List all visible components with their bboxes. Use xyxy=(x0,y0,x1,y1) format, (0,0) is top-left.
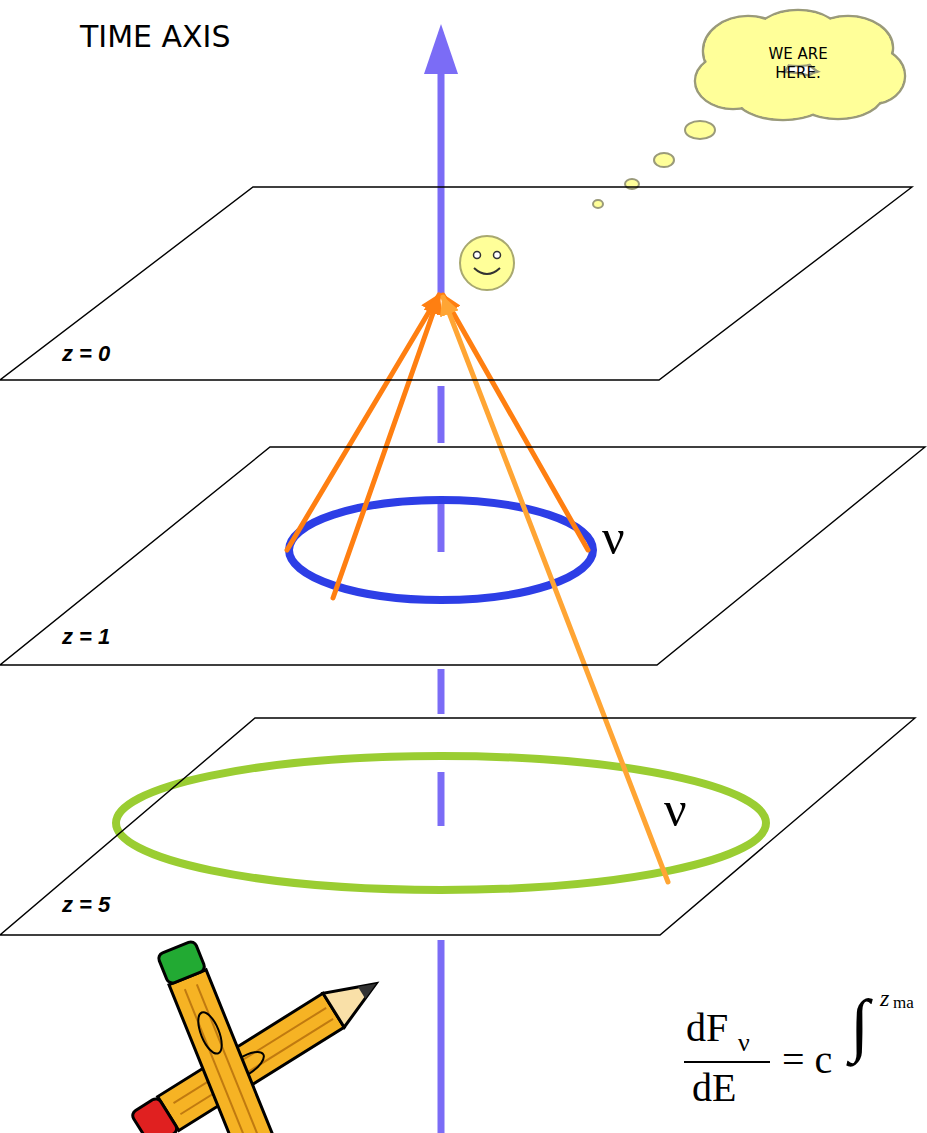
equation-term: dE xyxy=(692,1068,736,1108)
axis-title: TIME AXIS xyxy=(80,22,231,52)
thought-text: WE ARE HERE. xyxy=(756,45,840,83)
redshift-plane: z = 0 xyxy=(0,187,912,380)
redshift-plane: z = 5 xyxy=(0,718,915,935)
fraction-bar xyxy=(684,1061,770,1063)
equation-term: = c xyxy=(782,1040,832,1080)
observer-smiley xyxy=(460,236,514,290)
light-rays xyxy=(287,295,668,882)
frequency-symbol: ν xyxy=(602,512,625,562)
integral-sign: ∫ xyxy=(850,990,869,1060)
redshift-plane-outline xyxy=(0,718,915,935)
pencils-clipart xyxy=(130,940,386,1133)
frequency-symbol: ν xyxy=(664,784,687,834)
plane-label: z = 1 xyxy=(62,625,110,649)
emission-ring-z5 xyxy=(116,756,766,890)
equation-term: dF xyxy=(686,1008,728,1048)
equation-subscript: ν xyxy=(738,1030,750,1056)
axis-arrowhead xyxy=(424,24,458,74)
integral-limit: z xyxy=(880,986,889,1010)
thought-bubbles xyxy=(593,121,715,208)
redshift-plane-outline xyxy=(0,447,925,665)
thought-cloud: WE ARE HERE. xyxy=(688,6,908,122)
plane-label: z = 0 xyxy=(62,342,110,366)
plane-label: z = 5 xyxy=(62,893,110,917)
emission-ring-z1 xyxy=(289,500,593,600)
integral-limit: ma xyxy=(893,994,914,1011)
redshift-plane: z = 1 xyxy=(0,447,925,665)
redshift-plane-outline xyxy=(0,187,912,380)
